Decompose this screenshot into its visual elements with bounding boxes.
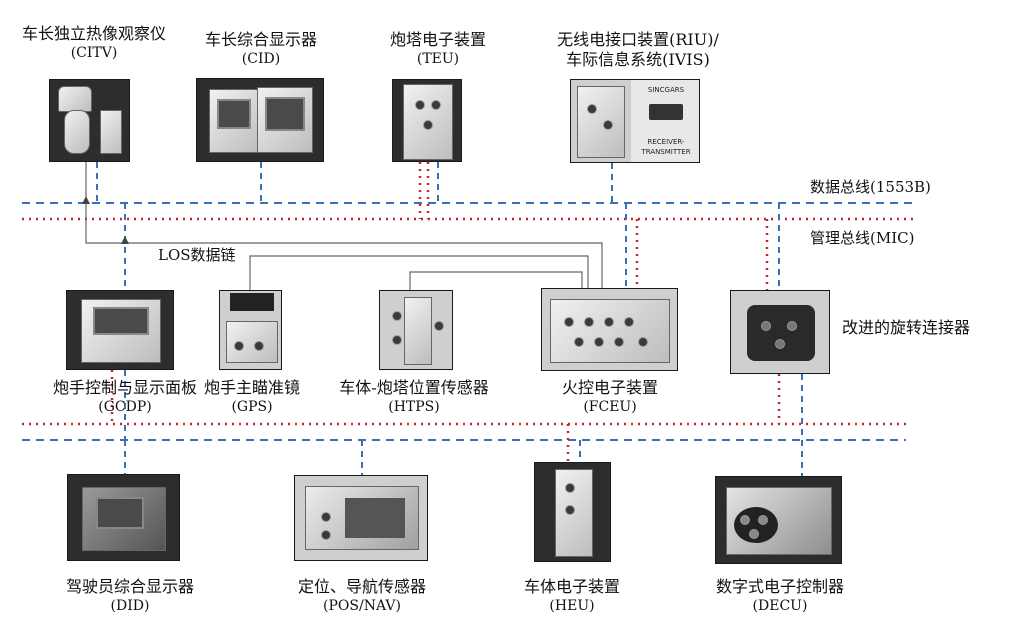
cid-label: 车长综合显示器 (CID) — [161, 30, 361, 68]
teu-abbr: (TEU) — [416, 51, 460, 67]
heu-label: 车体电子装置 (HEU) — [492, 577, 652, 615]
heu-photo — [534, 462, 611, 562]
riu-name-line1: 无线电接口装置(RIU)/ — [557, 30, 719, 49]
citv-abbr: (CITV) — [70, 45, 118, 61]
citv-arrow — [82, 196, 90, 204]
citv-photo — [49, 79, 130, 162]
data-bus-label: 数据总线(1553B) — [810, 178, 931, 196]
htps-wire — [409, 271, 583, 290]
posnav-abbr: (POS/NAV) — [323, 598, 401, 614]
fceu-abbr: (FCEU) — [583, 399, 637, 415]
posnav-name: 定位、导航传感器 — [297, 577, 426, 596]
cid-name: 车长综合显示器 — [204, 30, 317, 49]
gps-los-wire — [249, 255, 589, 290]
fceu-photo — [541, 288, 678, 371]
citv-los-wire — [85, 162, 603, 288]
gps-photo — [219, 290, 282, 370]
riu-label: 无线电接口装置(RIU)/ 车际信息系统(IVIS) — [528, 30, 748, 70]
did-label: 驾驶员综合显示器 (DID) — [30, 577, 230, 615]
did-abbr: (DID) — [110, 598, 150, 614]
htps-abbr: (HTPS) — [388, 399, 440, 415]
gcdp-arrow — [121, 236, 129, 244]
htps-label: 车体-炮塔位置传感器 (HTPS) — [314, 378, 514, 416]
management-bus-label: 管理总线(MIC) — [810, 229, 915, 247]
decu-abbr: (DECU) — [752, 598, 808, 614]
riu-name-line2: 车际信息系统(IVIS) — [566, 50, 710, 69]
receiver-text: RECEIVER- — [647, 138, 685, 146]
teu-photo — [392, 79, 462, 162]
decu-name: 数字式电子控制器 — [715, 577, 844, 596]
gcdp-name: 炮手控制与显示面板 — [52, 378, 197, 397]
decu-photo — [715, 476, 842, 564]
gps-abbr: (GPS) — [231, 399, 273, 415]
citv-label: 车长独立热像观察仪 (CITV) — [0, 24, 194, 62]
decu-label: 数字式电子控制器 (DECU) — [690, 577, 870, 615]
cid-abbr: (CID) — [241, 51, 281, 67]
transmitter-text: TRANSMITTER — [641, 148, 691, 156]
fceu-label: 火控电子装置 (FCEU) — [530, 378, 690, 416]
htps-name: 车体-炮塔位置传感器 — [339, 378, 489, 397]
posnav-label: 定位、导航传感器 (POS/NAV) — [272, 577, 452, 615]
gcdp-photo — [66, 290, 174, 370]
fceu-name: 火控电子装置 — [561, 378, 658, 397]
sincgars-text: SINCGARS — [647, 86, 685, 94]
heu-name: 车体电子装置 — [523, 577, 620, 596]
htps-photo — [379, 290, 453, 370]
did-photo — [67, 474, 180, 561]
teu-label: 炮塔电子装置 (TEU) — [338, 30, 538, 68]
gps-label: 炮手主瞄准镜 (GPS) — [182, 378, 322, 416]
teu-name: 炮塔电子装置 — [389, 30, 486, 49]
los-link-label: LOS数据链 — [158, 246, 236, 264]
riu-photo: SINCGARS RECEIVER- TRANSMITTER — [570, 79, 700, 163]
cid-photo — [196, 78, 324, 162]
gcdp-label: 炮手控制与显示面板 (GCDP) — [10, 378, 240, 416]
posnav-photo — [294, 475, 428, 561]
gps-name: 炮手主瞄准镜 — [203, 378, 300, 397]
heu-abbr: (HEU) — [549, 598, 595, 614]
citv-name: 车长独立热像观察仪 — [21, 24, 166, 43]
slip-ring-label: 改进的旋转连接器 — [842, 318, 971, 337]
did-name: 驾驶员综合显示器 — [65, 577, 194, 596]
gcdp-abbr: (GCDP) — [98, 399, 152, 415]
slip-ring-photo — [730, 290, 830, 374]
